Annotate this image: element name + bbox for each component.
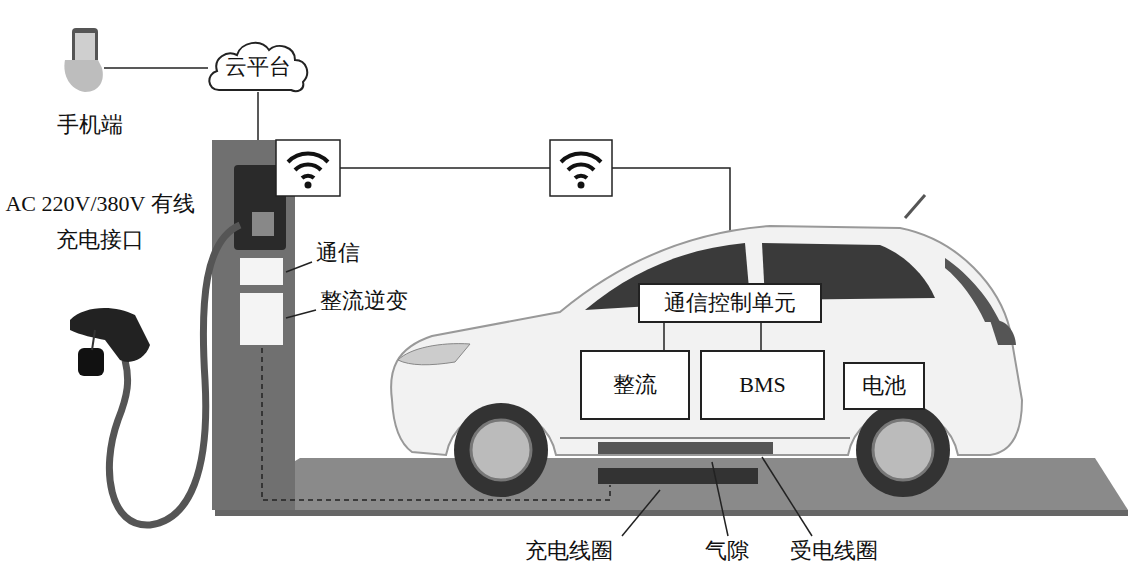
comm-module bbox=[240, 258, 283, 285]
hand bbox=[64, 60, 102, 92]
car-sill bbox=[560, 437, 850, 439]
bms-box: BMS bbox=[700, 350, 825, 420]
gun-cap bbox=[78, 348, 104, 376]
leader-line bbox=[622, 490, 660, 536]
leader-line bbox=[762, 457, 812, 536]
part-label: 气隙 bbox=[705, 538, 749, 564]
wheel bbox=[454, 403, 548, 497]
floor-edge bbox=[215, 510, 1128, 516]
node-text: 云平台 bbox=[225, 54, 291, 80]
node-text: 整流 bbox=[613, 372, 657, 398]
node-text: 通信控制单元 bbox=[664, 290, 796, 316]
node-text: BMS bbox=[739, 372, 785, 398]
charger-screen bbox=[252, 212, 274, 236]
module-label: 通信 bbox=[316, 240, 360, 266]
battery-box: 电池 bbox=[843, 362, 925, 410]
wheel bbox=[856, 403, 950, 497]
receiving-coil bbox=[598, 442, 773, 454]
floor-platform bbox=[215, 458, 1128, 510]
antenna bbox=[905, 195, 925, 218]
charging-cable bbox=[109, 225, 240, 525]
link-line bbox=[104, 67, 208, 69]
leader-line bbox=[286, 310, 316, 318]
connector-line bbox=[663, 323, 665, 350]
headlight bbox=[398, 344, 470, 365]
link-line bbox=[257, 92, 259, 140]
taillight bbox=[990, 320, 1016, 345]
connector-line bbox=[760, 323, 762, 350]
wheel-rim bbox=[873, 420, 933, 480]
wireless-link bbox=[340, 167, 550, 169]
control-unit-box: 通信控制单元 bbox=[638, 283, 822, 323]
wheel-rim bbox=[471, 420, 531, 480]
part-label: 充电线圈 bbox=[525, 538, 613, 564]
leader-line bbox=[286, 262, 312, 272]
wifi-icon bbox=[550, 140, 612, 196]
charging-coil bbox=[598, 468, 758, 484]
part-label: 受电线圈 bbox=[790, 538, 878, 564]
node-text: 电池 bbox=[862, 373, 906, 399]
rectifier-box: 整流 bbox=[580, 350, 690, 420]
inverter-module bbox=[240, 293, 283, 345]
cap-strap bbox=[92, 330, 95, 350]
phone-label: 手机端 bbox=[50, 112, 130, 138]
cloud-node: 云平台 bbox=[205, 38, 311, 96]
car-rear-window bbox=[945, 258, 1000, 322]
leader-line bbox=[712, 462, 728, 536]
wifi-icon bbox=[276, 140, 340, 196]
interface-label: AC 220V/380V 有线充电接口 bbox=[2, 186, 198, 259]
module-label: 整流逆变 bbox=[320, 288, 408, 314]
